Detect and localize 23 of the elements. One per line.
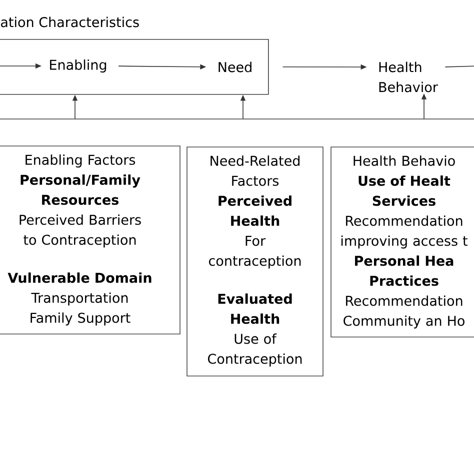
factor-description: Use of Contraception xyxy=(208,333,302,367)
factor-label: Health Behavior xyxy=(379,62,438,92)
factor-description: Recommendation Community an Ho xyxy=(344,295,464,329)
factor-description: Perceived Barriers to Contraception xyxy=(20,214,141,248)
factor-box xyxy=(0,146,180,334)
box-heading: Need-Related Factors xyxy=(210,155,300,186)
factor-box xyxy=(186,146,324,376)
box-heading: Health Behavio xyxy=(354,155,455,166)
factor-title: Use of Healt Services xyxy=(358,175,450,206)
factor-description: Transportation Family Support xyxy=(30,292,130,326)
factor-box xyxy=(330,146,474,338)
factor-label: Need xyxy=(218,62,252,72)
factor-description: For contraception xyxy=(209,236,301,269)
factor-label: Enabling xyxy=(50,59,106,73)
factor-title: Personal Hea Practices xyxy=(355,255,454,286)
factor-title: Perceived Health xyxy=(218,195,292,226)
group-box xyxy=(0,16,269,95)
box-heading: Enabling Factors xyxy=(26,154,136,168)
factor-title: Vulnerable Domain xyxy=(8,272,152,283)
factor-title: Evaluated Health xyxy=(218,293,292,324)
group-heading: ation Characteristics xyxy=(1,16,139,28)
factor-title: Personal/Family Resources xyxy=(20,174,140,205)
factor-description: Recommendation improving access t xyxy=(341,215,468,249)
